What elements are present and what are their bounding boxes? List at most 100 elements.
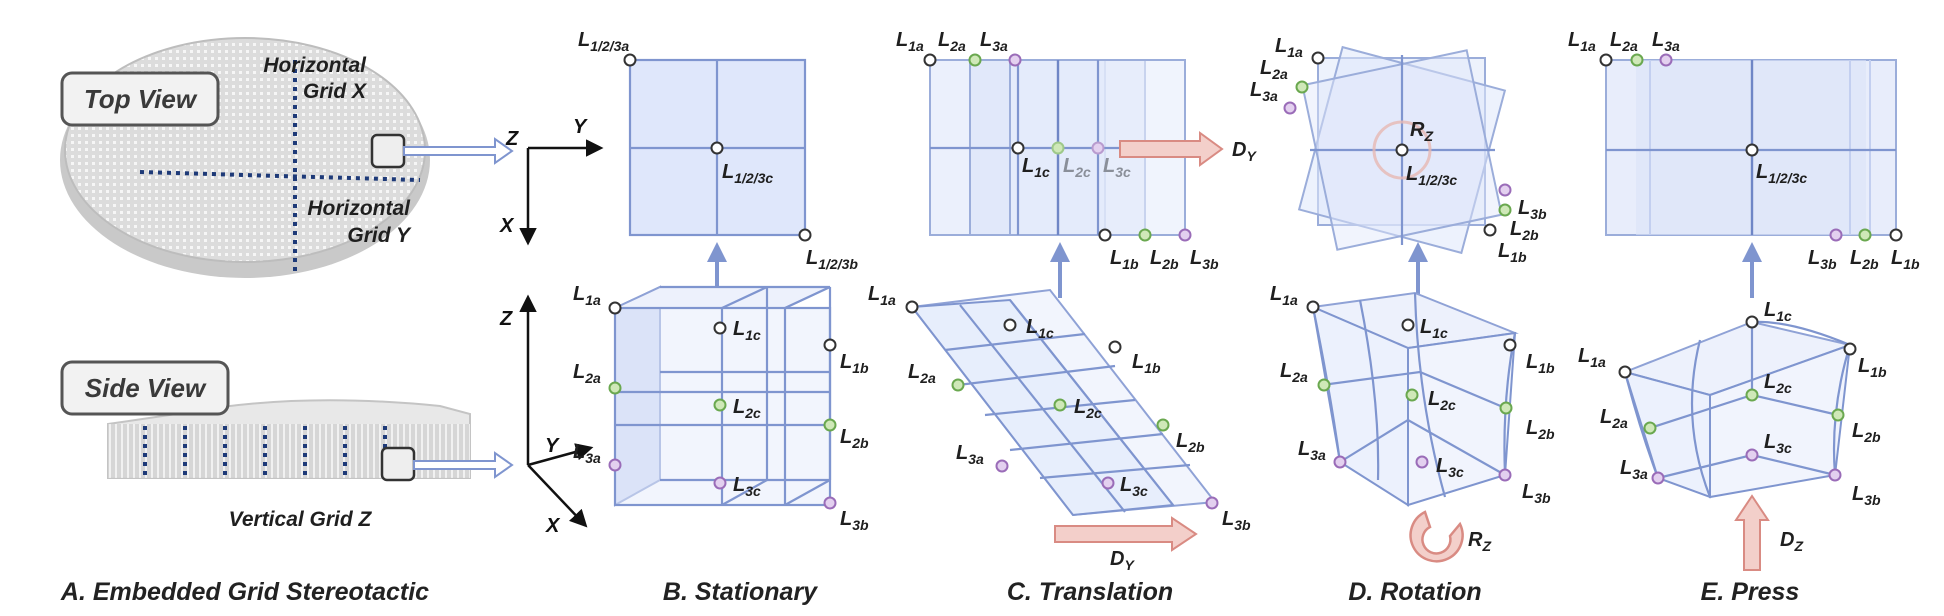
e-point-l2a <box>1643 421 1657 435</box>
b-label-l3a: L3a <box>573 441 601 466</box>
e-point-l3c <box>1745 448 1759 462</box>
c-label-l2b: L2b <box>1176 430 1205 455</box>
d-top-point-l2b <box>1498 203 1512 217</box>
e-top-point-l2a <box>1630 53 1644 67</box>
b-point-l1a <box>608 301 622 315</box>
d-top-point-l3a <box>1283 101 1297 115</box>
d-label-l1b: L1b <box>1526 351 1555 376</box>
b-label-l2a: L2a <box>573 361 601 386</box>
c-top-point-l1c <box>1011 141 1025 155</box>
axes-bottom: Z Y X <box>499 294 594 537</box>
b-label-l3c: L3c <box>733 474 761 499</box>
b-top-point-b <box>798 228 812 242</box>
c-label-l3b: L3b <box>1222 508 1251 533</box>
e-top-point-l2b <box>1858 228 1872 242</box>
b-top-point-c <box>710 141 724 155</box>
e-label-l3b: L3b <box>1852 483 1881 508</box>
d-label-l1a: L1a <box>1270 283 1298 308</box>
e-top-point-l3b <box>1829 228 1843 242</box>
e-point-l1b <box>1843 342 1857 356</box>
d-rotation-icon <box>1409 510 1464 563</box>
b-cube <box>613 285 832 507</box>
d-point-l1c <box>1401 318 1415 332</box>
d-point-l1a <box>1306 300 1320 314</box>
side-view-label: Side View <box>85 373 207 403</box>
e-point-l3a <box>1651 471 1665 485</box>
c-top-point-l2c <box>1051 141 1065 155</box>
e-top-label-l3b: L3b <box>1808 247 1837 272</box>
d-top-point-l3b <box>1498 183 1512 197</box>
d-top-label-l2a: L2a <box>1260 57 1288 82</box>
c-top-label-l2b: L2b <box>1150 247 1179 272</box>
axis-x-top: X <box>499 215 515 237</box>
e-top-point-l1a <box>1599 53 1613 67</box>
c-top-label-l1a: L1a <box>896 29 924 54</box>
c-label-l1a: L1a <box>868 283 896 308</box>
b-point-l2c <box>713 398 727 412</box>
e-top-point-c <box>1745 143 1759 157</box>
panel-b: L1/2/3a L1/2/3c L1/2/3b <box>573 29 869 606</box>
b-label-l1a: L1a <box>573 283 601 308</box>
d-top-point-l1a <box>1311 51 1325 65</box>
zoom-arrow-side <box>413 451 514 479</box>
b-label-l3b: L3b <box>840 508 869 533</box>
caption-c: C. Translation <box>1007 578 1173 606</box>
d-motion-label-bottom: RZ <box>1468 529 1491 554</box>
c-top-label-l1b: L1b <box>1110 247 1139 272</box>
d-top-point-c <box>1395 143 1409 157</box>
e-top-label-l1b: L1b <box>1891 247 1920 272</box>
c-point-l1a <box>905 300 919 314</box>
e-motion-label: DZ <box>1780 529 1803 554</box>
c-label-l2a: L2a <box>908 361 936 386</box>
d-top-label-l1b: L1b <box>1498 240 1527 265</box>
c-motion-arrow-top <box>1119 131 1224 167</box>
c-top-point-l3a <box>1008 53 1022 67</box>
e-point-l3b <box>1828 468 1842 482</box>
e-point-l2c <box>1745 388 1759 402</box>
e-label-l1c: L1c <box>1764 299 1792 324</box>
c-point-l2c <box>1053 398 1067 412</box>
d-label-l3a: L3a <box>1298 438 1326 463</box>
top-view-label: Top View <box>84 84 198 114</box>
c-motion-label-top: DY <box>1232 139 1257 164</box>
e-label-l1b: L1b <box>1858 355 1887 380</box>
c-motion-label-bottom: DY <box>1110 548 1135 573</box>
caption-a: A. Embedded Grid Stereotactic <box>60 578 429 606</box>
e-label-l1a: L1a <box>1578 345 1606 370</box>
e-top-point-l1b <box>1889 228 1903 242</box>
axis-y-top: Y <box>573 116 588 138</box>
d-point-l3c <box>1415 455 1429 469</box>
b-point-l1c <box>713 321 727 335</box>
b-label-l1b: L1b <box>840 351 869 376</box>
c-top-label-l2a: L2a <box>938 29 966 54</box>
c-point-l2b <box>1156 418 1170 432</box>
c-point-l3a <box>995 459 1009 473</box>
e-label-l2c: L2c <box>1764 371 1792 396</box>
caption-e: E. Press <box>1701 578 1800 606</box>
caption-b: B. Stationary <box>663 578 818 606</box>
axis-x-bottom: X <box>545 515 561 537</box>
d-point-l2a <box>1317 378 1331 392</box>
d-point-l1b <box>1503 338 1517 352</box>
b-point-l3a <box>608 458 622 472</box>
c-point-l3b <box>1205 496 1219 510</box>
d-top-label-l3b: L3b <box>1518 197 1547 222</box>
e-top-point-l3a <box>1659 53 1673 67</box>
e-motion-arrow <box>1734 494 1770 571</box>
d-top-point-l2a <box>1295 80 1309 94</box>
d-label-l3b: L3b <box>1522 481 1551 506</box>
b-point-l2b <box>823 418 837 432</box>
d-point-l3b <box>1498 468 1512 482</box>
c-top-point-l3c <box>1091 141 1105 155</box>
zoom-arrow-top <box>403 137 514 165</box>
c-top-point-l1a <box>923 53 937 67</box>
e-pressed-cube <box>1621 320 1854 499</box>
e-top-label-l2a: L2a <box>1610 29 1638 54</box>
c-top-point-l1b <box>1098 228 1112 242</box>
c-top-label-l3c: L3c <box>1103 155 1131 180</box>
c-point-l1b <box>1108 340 1122 354</box>
